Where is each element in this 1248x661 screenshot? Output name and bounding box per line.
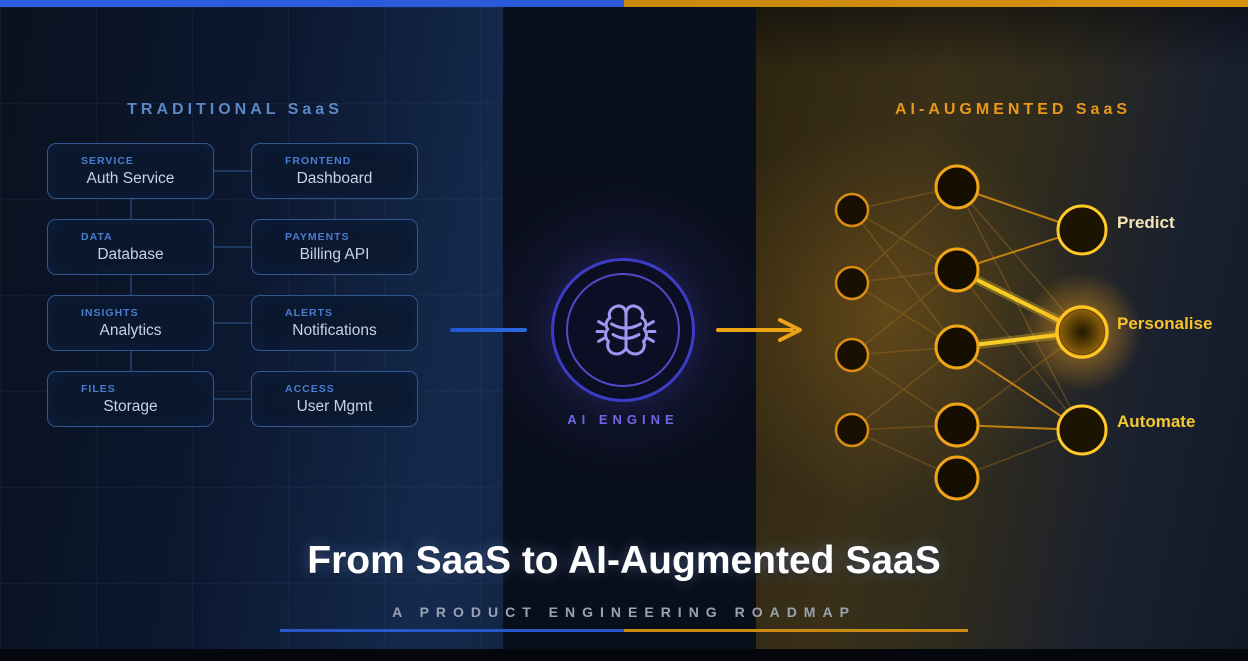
output-node-personalise (1055, 305, 1109, 359)
ai-engine-medallion (551, 258, 695, 402)
neural-network-diagram (834, 164, 1142, 501)
footer-rule-blue (280, 629, 624, 632)
output-node-predict (1056, 204, 1108, 256)
card-title: Database (97, 246, 164, 263)
traditional-card-grid: SERVICE Auth Service FRONTEND Dashboard … (47, 143, 418, 427)
card-title: User Mgmt (296, 398, 373, 415)
card-label: PAYMENTS (285, 231, 350, 243)
card-billing-api: PAYMENTS Billing API (251, 219, 418, 275)
card-label: ALERTS (285, 307, 333, 319)
card-label: SERVICE (81, 155, 134, 167)
card-notifications: ALERTS Notifications (251, 295, 418, 351)
card-label: FRONTEND (285, 155, 352, 167)
bottom-strip (0, 649, 1248, 661)
label-personalise: Personalise (1117, 314, 1213, 333)
heading-augmented: AI-AUGMENTED SaaS (894, 101, 1132, 118)
top-accent-bar-blue (0, 0, 624, 7)
card-auth-service: SERVICE Auth Service (47, 143, 214, 199)
card-title: Billing API (299, 246, 370, 263)
card-analytics: INSIGHTS Analytics (47, 295, 214, 351)
card-dashboard: FRONTEND Dashboard (251, 143, 418, 199)
hidden-nodes (934, 164, 980, 501)
output-node-automate (1056, 404, 1108, 456)
page-subtitle: A PRODUCT ENGINEERING ROADMAP (392, 604, 856, 620)
card-label: FILES (81, 383, 116, 395)
card-user-mgmt: ACCESS User Mgmt (251, 371, 418, 427)
brain-icon (595, 304, 657, 356)
card-label: ACCESS (285, 383, 335, 395)
label-predict: Predict (1117, 213, 1175, 232)
card-title: Storage (103, 398, 158, 415)
card-database: DATA Database (47, 219, 214, 275)
card-label: DATA (81, 231, 113, 243)
card-title: Dashboard (296, 170, 373, 187)
card-title: Notifications (292, 322, 377, 339)
card-label: INSIGHTS (81, 307, 139, 319)
label-automate: Automate (1117, 412, 1196, 431)
page-title: From SaaS to AI-Augmented SaaS (307, 539, 941, 582)
panel-augmented-bg (756, 7, 1248, 649)
top-accent-bar-orange (624, 0, 1248, 7)
ai-engine-inner-ring (566, 273, 680, 387)
flow-line-icon (450, 328, 527, 332)
heading-traditional: TRADITIONAL SaaS (127, 101, 343, 118)
footer-rule-orange (624, 629, 968, 632)
arrow-right-icon (716, 318, 802, 342)
card-title: Analytics (99, 322, 162, 339)
input-nodes (834, 192, 870, 448)
card-storage: FILES Storage (47, 371, 214, 427)
card-title: Auth Service (86, 170, 175, 187)
ai-engine-label: AI ENGINE (567, 412, 679, 427)
